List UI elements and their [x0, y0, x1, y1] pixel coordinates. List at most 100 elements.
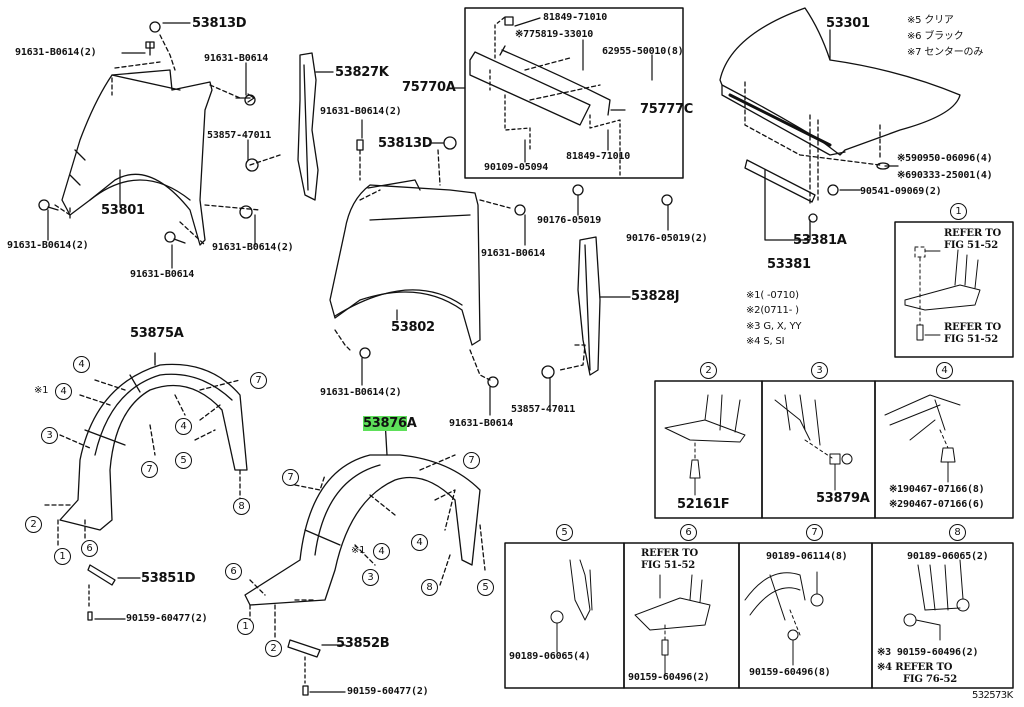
- detail-6-refer-line2[interactable]: FIG 51-52: [641, 560, 695, 571]
- callout-8[interactable]: 8: [421, 579, 438, 596]
- part-53879A[interactable]: 53879A: [816, 491, 870, 506]
- part-53851D[interactable]: 53851D: [141, 571, 196, 586]
- seal-53827K-drawing: [297, 52, 334, 201]
- part-53828J[interactable]: 53828J: [631, 289, 680, 304]
- callout-6[interactable]: 6: [81, 540, 98, 557]
- callout-2[interactable]: 2: [25, 516, 42, 533]
- callout-6[interactable]: 6: [225, 563, 242, 580]
- part-53381A[interactable]: 53381A: [793, 233, 847, 248]
- part-90176-05019[interactable]: 90176-05019: [537, 215, 602, 226]
- part-81849-71010-bottom[interactable]: 81849-71010: [566, 151, 631, 162]
- part-90333-25001[interactable]: ※690333-25001(4): [897, 170, 993, 181]
- detail-1-refer-bottom-line1[interactable]: REFER TO: [944, 322, 1001, 333]
- part-91631-B0614-rh-bm[interactable]: 91631-B0614: [449, 418, 514, 429]
- seal-53828J-drawing: [541, 184, 673, 379]
- detail-8-refer-line1[interactable]: ※4 REFER TO: [877, 662, 953, 673]
- note-7: ※7 センターのみ: [907, 47, 984, 58]
- callout-4[interactable]: 4: [55, 383, 72, 400]
- callout-7[interactable]: 7: [250, 372, 267, 389]
- part-91631-B0614-lh-bl[interactable]: 91631-B0614(2): [7, 240, 89, 251]
- callout-7[interactable]: 7: [141, 461, 158, 478]
- part-53827K[interactable]: 53827K: [335, 65, 389, 80]
- detail-5-header[interactable]: 5: [556, 524, 573, 541]
- part-53802[interactable]: 53802: [391, 320, 435, 335]
- part-775819-33010[interactable]: ※775819-33010: [515, 29, 594, 40]
- callout-4[interactable]: 4: [411, 534, 428, 551]
- part-53813D-rh[interactable]: 53813D: [378, 136, 433, 151]
- part-53857-47011-rh[interactable]: 53857-47011: [511, 404, 576, 415]
- detail-8-refer-line2[interactable]: FIG 76-52: [903, 674, 957, 685]
- part-90159-60496-2[interactable]: 90159-60496(2): [628, 672, 710, 683]
- note-marker-1: ※1: [34, 385, 49, 396]
- callout-4[interactable]: 4: [73, 356, 90, 373]
- part-52161F[interactable]: 52161F: [677, 497, 730, 512]
- part-75770A[interactable]: 75770A: [402, 80, 456, 95]
- part-91631-B0614-rh-mid[interactable]: 91631-B0614: [481, 248, 546, 259]
- part-75777C[interactable]: 75777C: [640, 102, 693, 117]
- detail-6-refer-line1[interactable]: REFER TO: [641, 548, 698, 559]
- detail-1-refer-top-line2[interactable]: FIG 51-52: [944, 240, 998, 251]
- part-91631-B0614-lh-br[interactable]: 91631-B0614(2): [212, 242, 294, 253]
- part-90950-06096[interactable]: ※590950-06096(4): [897, 153, 993, 164]
- callout-1[interactable]: 1: [237, 618, 254, 635]
- callout-3[interactable]: 3: [41, 427, 58, 444]
- part-90189-06065-2[interactable]: 90189-06065(2): [907, 551, 989, 562]
- part-90176-05019-qty[interactable]: 90176-05019(2): [626, 233, 708, 244]
- detail-1-refer-bottom-line2[interactable]: FIG 51-52: [944, 334, 998, 345]
- hood-clip-group-box: [454, 7, 684, 179]
- part-90189-06114-8[interactable]: 90189-06114(8): [766, 551, 848, 562]
- hood-drawing: [719, 7, 961, 241]
- part-91631-B0614-rh-top[interactable]: 91631-B0614(2): [320, 106, 402, 117]
- part-62955-50010[interactable]: 62955-50010(8): [602, 46, 684, 57]
- part-53875A[interactable]: 53875A: [130, 326, 184, 341]
- part-90467-07166-8[interactable]: ※190467-07166(8): [889, 484, 985, 495]
- detail-4-header[interactable]: 4: [936, 362, 953, 379]
- note-1: ※1( -0710): [746, 290, 799, 301]
- part-53801[interactable]: 53801: [101, 203, 145, 218]
- part-53852B[interactable]: 53852B: [336, 636, 390, 651]
- part-91631-B0614-rh-bl[interactable]: 91631-B0614(2): [320, 387, 402, 398]
- rh-fender-drawing: [329, 136, 526, 388]
- callout-8[interactable]: 8: [233, 498, 250, 515]
- part-90109-05094[interactable]: 90109-05094: [484, 162, 549, 173]
- part-91631-B0614-lh-bm[interactable]: 91631-B0614: [130, 269, 195, 280]
- detail-sketches: [550, 246, 981, 676]
- part-53813D-lh[interactable]: 53813D: [192, 16, 247, 31]
- part-81849-71010-top[interactable]: 81849-71010: [543, 12, 608, 23]
- callout-5[interactable]: 5: [175, 452, 192, 469]
- note-4: ※4 S, SI: [746, 336, 785, 347]
- detail-2-header[interactable]: 2: [700, 362, 717, 379]
- part-90541-09069[interactable]: 90541-09069(2): [860, 186, 942, 197]
- part-53301[interactable]: 53301: [826, 16, 870, 31]
- callout-5[interactable]: 5: [477, 579, 494, 596]
- callout-2[interactable]: 2: [265, 640, 282, 657]
- detail-1-refer-top-line1[interactable]: REFER TO: [944, 228, 1001, 239]
- callout-4[interactable]: 4: [373, 543, 390, 560]
- part-90159-60477-lh[interactable]: 90159-60477(2): [126, 613, 208, 624]
- detail-6-header[interactable]: 6: [680, 524, 697, 541]
- part-90159-60496-note3[interactable]: ※3 90159-60496(2): [877, 647, 979, 658]
- detail-7-header[interactable]: 7: [806, 524, 823, 541]
- leader-lines: [47, 17, 861, 416]
- part-90159-60496-8[interactable]: 90159-60496(8): [749, 667, 831, 678]
- note-5: ※5 クリア: [907, 15, 954, 26]
- figure-code: 532573K: [972, 690, 1013, 701]
- part-90467-07166-6[interactable]: ※290467-07166(6): [889, 499, 985, 510]
- part-91631-B0614-lh-top-qty[interactable]: 91631-B0614(2): [15, 47, 97, 58]
- part-53876A[interactable]: 53876A: [363, 416, 417, 431]
- callout-7[interactable]: 7: [463, 452, 480, 469]
- detail-boxes: [504, 221, 1014, 689]
- callout-4[interactable]: 4: [175, 418, 192, 435]
- detail-8-header[interactable]: 8: [949, 524, 966, 541]
- callout-7[interactable]: 7: [282, 469, 299, 486]
- part-53381[interactable]: 53381: [767, 257, 811, 272]
- callout-1[interactable]: 1: [54, 548, 71, 565]
- callout-3[interactable]: 3: [362, 569, 379, 586]
- part-90189-06065-4[interactable]: 90189-06065(4): [509, 651, 591, 662]
- part-90159-60477-rh[interactable]: 90159-60477(2): [347, 686, 429, 697]
- detail-1-header[interactable]: 1: [950, 203, 967, 220]
- part-53857-47011-lh[interactable]: 53857-47011: [207, 130, 272, 141]
- detail-3-header[interactable]: 3: [811, 362, 828, 379]
- part-91631-B0614-lh-top[interactable]: 91631-B0614: [204, 53, 269, 64]
